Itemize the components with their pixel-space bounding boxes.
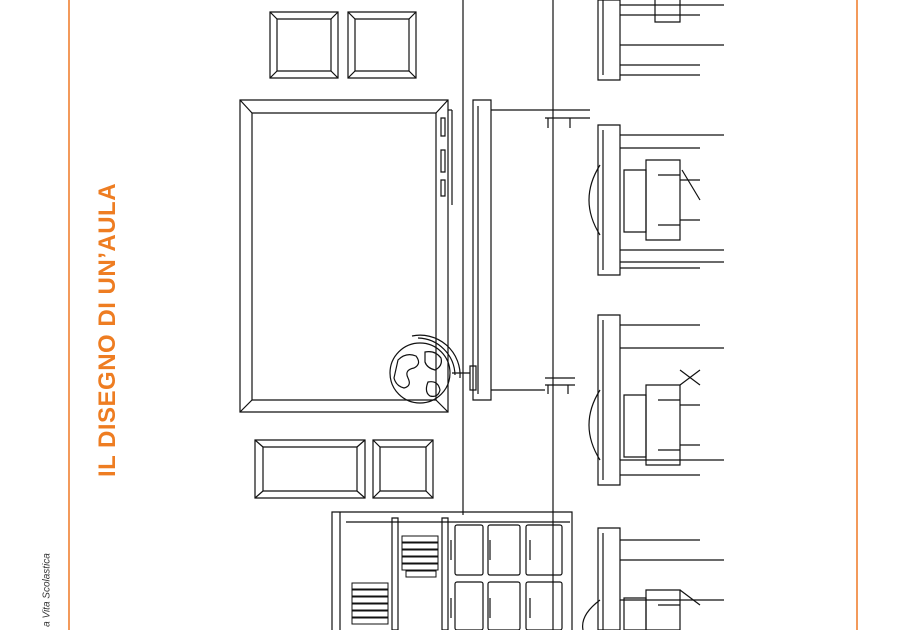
student-desk-icon <box>598 0 724 80</box>
window-icon <box>270 12 338 78</box>
chair-icon <box>589 370 700 465</box>
student-desk-icon <box>598 315 724 485</box>
blackboard-icon <box>240 100 452 412</box>
bookshelf-icon <box>332 512 572 630</box>
window-icon <box>348 12 416 78</box>
room-lines <box>463 0 553 630</box>
window-icon <box>373 440 433 498</box>
teacher-desk-icon <box>473 100 590 400</box>
page-frame-left <box>68 0 70 630</box>
student-desk-icon <box>598 125 724 275</box>
chair-icon <box>589 160 700 240</box>
chair-icon <box>583 590 700 630</box>
student-desk-icon <box>598 528 724 630</box>
page-frame-right <box>856 0 858 630</box>
window-icon <box>255 440 365 498</box>
